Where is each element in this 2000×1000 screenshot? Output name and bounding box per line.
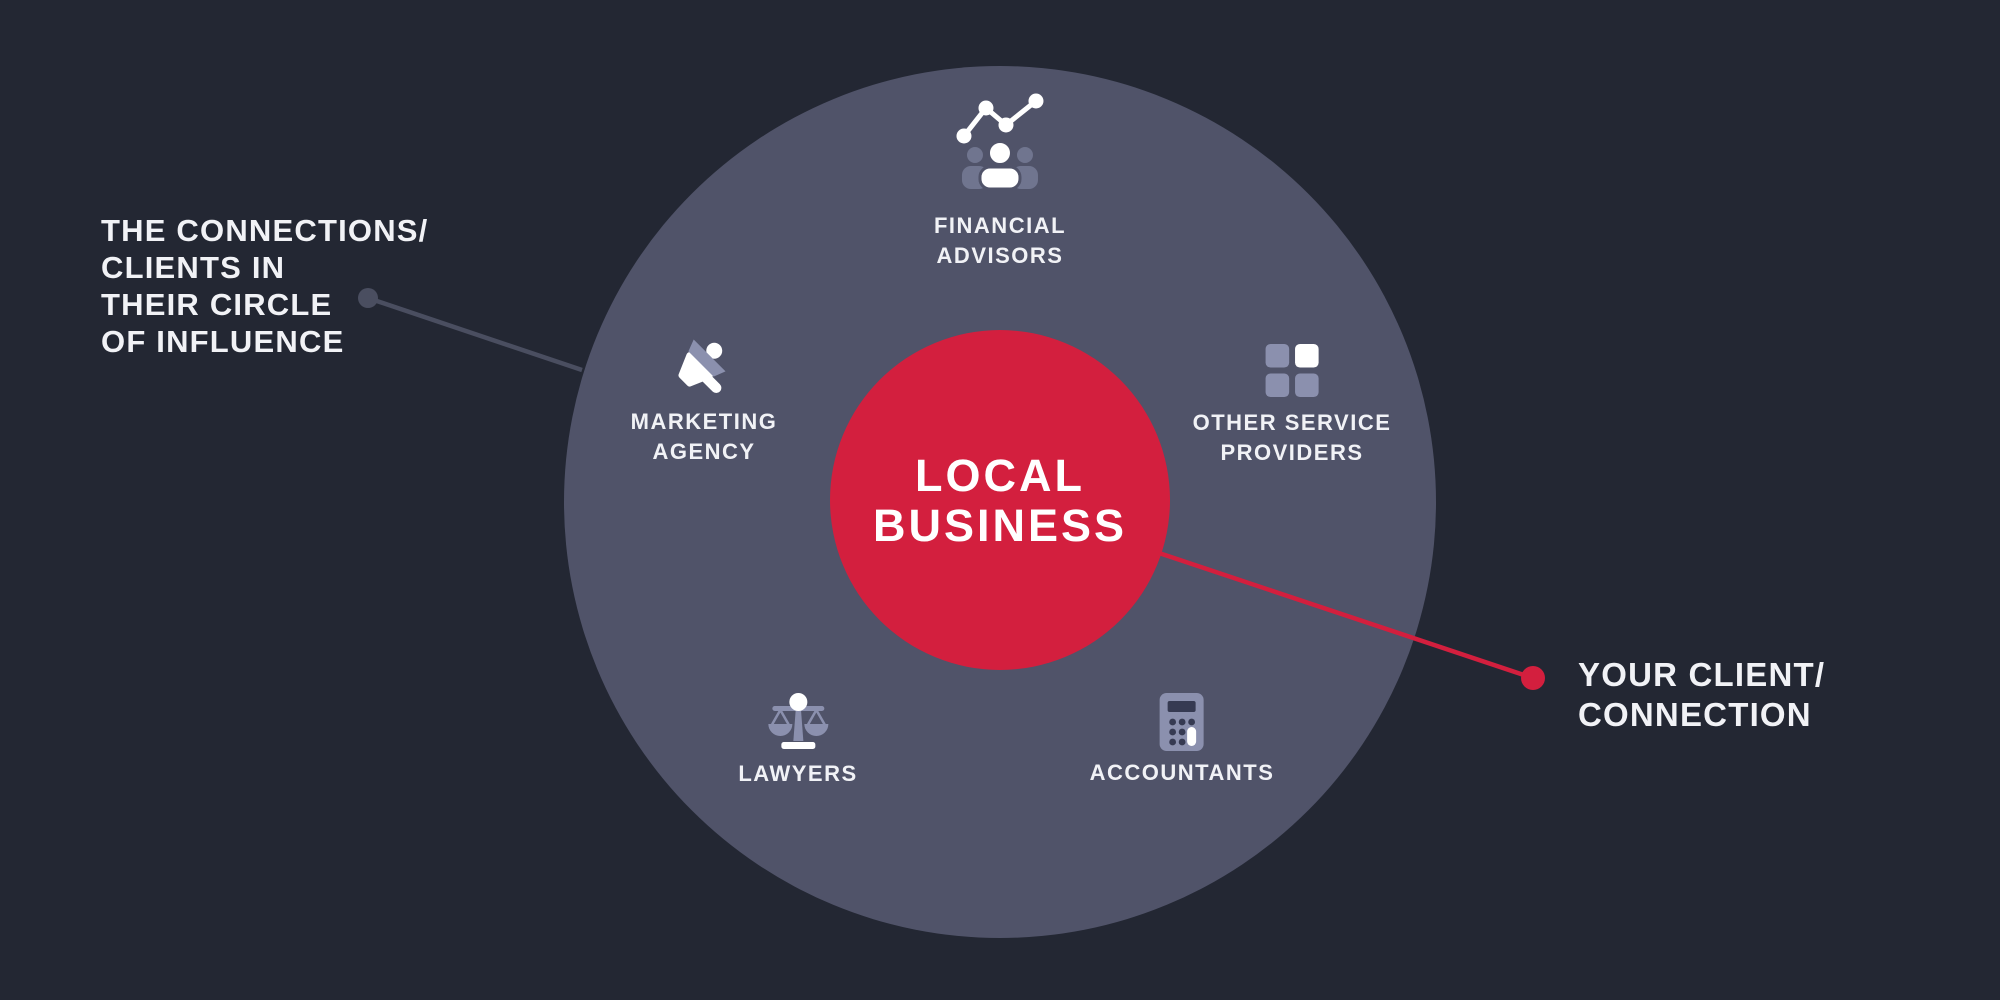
scales-icon	[767, 693, 828, 749]
local-business-label: LOCAL BUSINESS	[873, 451, 1127, 551]
annotation-circle-of-influence: THE CONNECTIONS/ CLIENTS IN THEIR CIRCLE…	[101, 212, 429, 360]
annotation-line: THEIR CIRCLE	[101, 287, 333, 322]
node-label: ACCOUNTANTS	[1089, 760, 1275, 785]
node-label: OTHER SERVICE PROVIDERS	[1192, 410, 1392, 465]
growth-chart-team-icon	[956, 93, 1044, 191]
annotation-your-client: YOUR CLIENT/ CONNECTION	[1578, 655, 1825, 735]
node-label: MARKETING AGENCY	[630, 409, 778, 464]
calculator-icon	[1160, 693, 1204, 751]
annotation-line: YOUR CLIENT/	[1578, 656, 1826, 693]
services-grid-icon	[1265, 343, 1319, 398]
hub-label-line: BUSINESS	[872, 500, 1128, 551]
annotation-line: OF INFLUENCE	[101, 324, 345, 359]
megaphone-icon	[678, 339, 726, 394]
hub-label-line: LOCAL	[915, 450, 1085, 501]
node-accountants: ACCOUNTANTS	[1090, 693, 1275, 788]
node-lawyers: LAWYERS	[738, 692, 857, 789]
annotation-line: CLIENTS IN	[101, 250, 286, 285]
node-marketing-agency: MARKETING AGENCY	[631, 338, 778, 467]
node-financial-advisors: FINANCIAL ADVISORS	[934, 92, 1066, 271]
annotation-line: THE CONNECTIONS/	[101, 213, 429, 248]
node-label: FINANCIAL ADVISORS	[933, 213, 1067, 268]
annotation-line: CONNECTION	[1578, 696, 1812, 733]
local-business-hub	[830, 330, 1170, 670]
node-label: LAWYERS	[738, 761, 858, 786]
node-other-service-providers: OTHER SERVICE PROVIDERS	[1193, 343, 1392, 468]
right-connector-dot	[1521, 666, 1545, 690]
